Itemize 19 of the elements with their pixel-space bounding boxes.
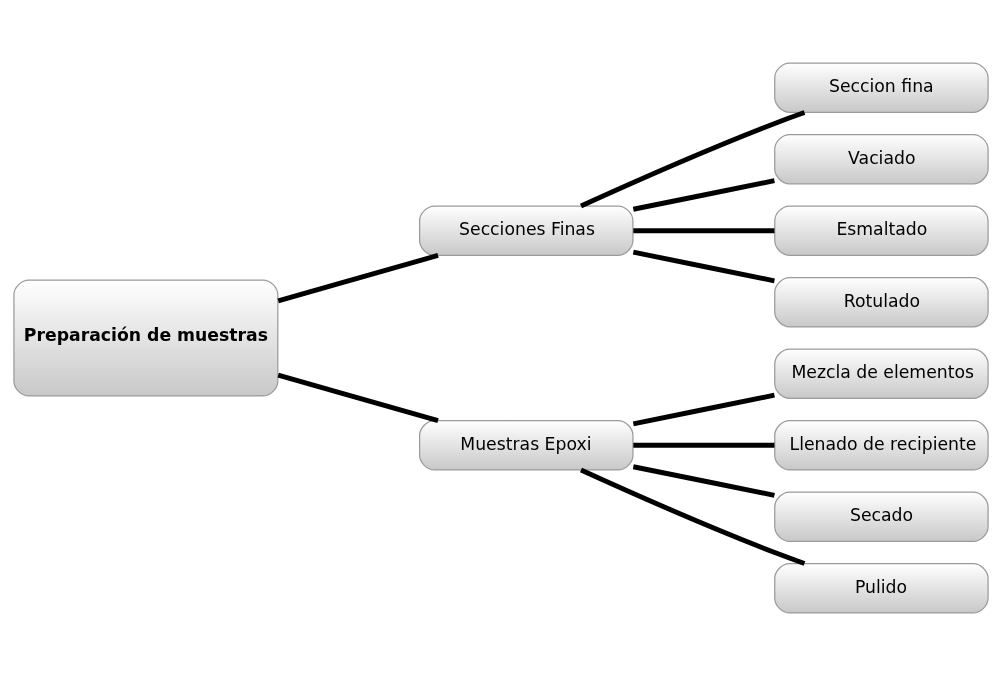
connector bbox=[632, 249, 775, 283]
connector bbox=[277, 372, 439, 423]
connector bbox=[632, 392, 775, 426]
node-box: Vaciado bbox=[773, 133, 989, 184]
connector bbox=[632, 227, 774, 233]
node-box: Secado bbox=[773, 491, 989, 542]
node-box: Seccion fina bbox=[773, 61, 989, 113]
connector bbox=[277, 252, 439, 303]
node-box: Esmaltado bbox=[773, 204, 989, 256]
node-box: Llenado de recipiente bbox=[773, 419, 989, 471]
node-box: Preparación de muestras bbox=[12, 278, 278, 397]
node-box: Muestras Epoxi bbox=[418, 419, 634, 471]
connector bbox=[632, 177, 775, 212]
node-box: Rotulado bbox=[773, 276, 989, 327]
node-box: Secciones Finas bbox=[418, 204, 634, 256]
connector bbox=[632, 442, 774, 448]
connector bbox=[632, 463, 775, 498]
node-box: Mezcla de elementos bbox=[773, 348, 989, 399]
node-box: Pulido bbox=[773, 562, 989, 614]
